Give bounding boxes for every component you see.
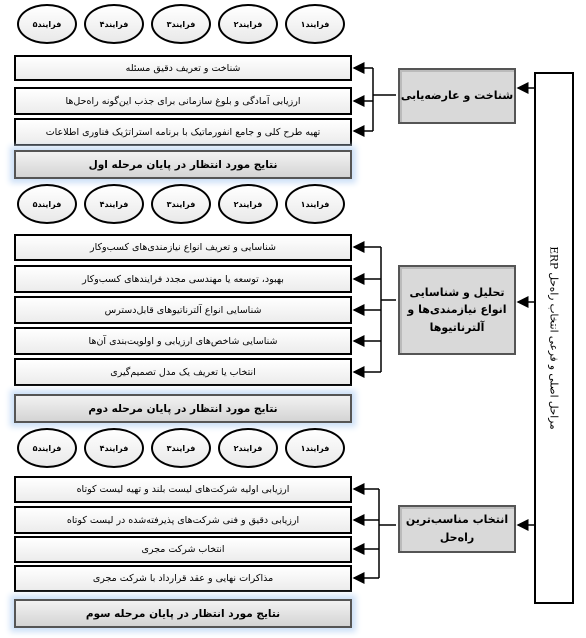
stage1-step-3: تهیه طرح کلی و جامع انفورماتیک با برنامه…: [14, 118, 352, 146]
phase-2-box: تحلیل و شناسایی انواع نیازمندی‌ها و آلتر…: [398, 265, 516, 355]
sidebar-title-box: مراحل اصلی و فرعی انتخاب راه‌حل ERP: [534, 72, 574, 604]
sidebar-title: مراحل اصلی و فرعی انتخاب راه‌حل ERP: [548, 246, 560, 430]
phase-3-box: انتخاب مناسب‌ترین راه‌حل: [398, 505, 516, 553]
process-2-node: فرایند۲: [218, 428, 278, 468]
process-3-node: فرایند۳: [151, 184, 211, 224]
stage1-step-1: شناخت و تعریف دقیق مسئله: [14, 55, 352, 81]
phase-1-box: شناخت و عارضه‌یابی: [398, 68, 516, 124]
process-4-node: فرایند۴: [84, 184, 144, 224]
stage2-step-2: بهبود، توسعه یا مهندسی مجدد فرایندهای کس…: [14, 265, 352, 293]
process-1-node: فرایند۱: [285, 428, 345, 468]
stage2-step-4: شناسایی شاخص‌های ارزیابی و اولویت‌بندی آ…: [14, 327, 352, 355]
stage2-step-3: شناسایی انواع آلترناتیوهای قابل‌دسترس: [14, 296, 352, 324]
process-1-node: فرایند۱: [285, 4, 345, 44]
process-3-node: فرایند۳: [151, 428, 211, 468]
process-1-node: فرایند۱: [285, 184, 345, 224]
stage2-step-5: انتخاب یا تعریف یک مدل تصمیم‌گیری: [14, 358, 352, 386]
stage1-result: نتایج مورد انتظار در پایان مرحله اول: [14, 150, 352, 179]
stage2-result: نتایج مورد انتظار در پایان مرحله دوم: [14, 394, 352, 423]
stage3-step-4: مذاکرات نهایی و عقد قرارداد با شرکت مجری: [14, 565, 352, 592]
process-2-node: فرایند۲: [218, 184, 278, 224]
stage3-step-3: انتخاب شرکت مجری: [14, 536, 352, 563]
process-5-node: فرایند۵: [17, 428, 77, 468]
process-4-node: فرایند۴: [84, 428, 144, 468]
process-2-node: فرایند۲: [218, 4, 278, 44]
stage3-step-2: ارزیابی دقیق و فنی شرکت‌های پذیرفته‌شده …: [14, 506, 352, 534]
stage2-step-1: شناسایی و تعریف انواع نیازمندی‌های کسب‌و…: [14, 234, 352, 261]
process-5-node: فرایند۵: [17, 4, 77, 44]
process-4-node: فرایند۴: [84, 4, 144, 44]
process-5-node: فرایند۵: [17, 184, 77, 224]
process-3-node: فرایند۳: [151, 4, 211, 44]
stage3-step-1: ارزیابی اولیه شرکت‌های لیست بلند و تهیه …: [14, 476, 352, 503]
stage3-result: نتایج مورد انتظار در پایان مرحله سوم: [14, 599, 352, 628]
stage1-step-2: ارزیابی آمادگی و بلوغ سازمانی برای جذب ا…: [14, 87, 352, 115]
